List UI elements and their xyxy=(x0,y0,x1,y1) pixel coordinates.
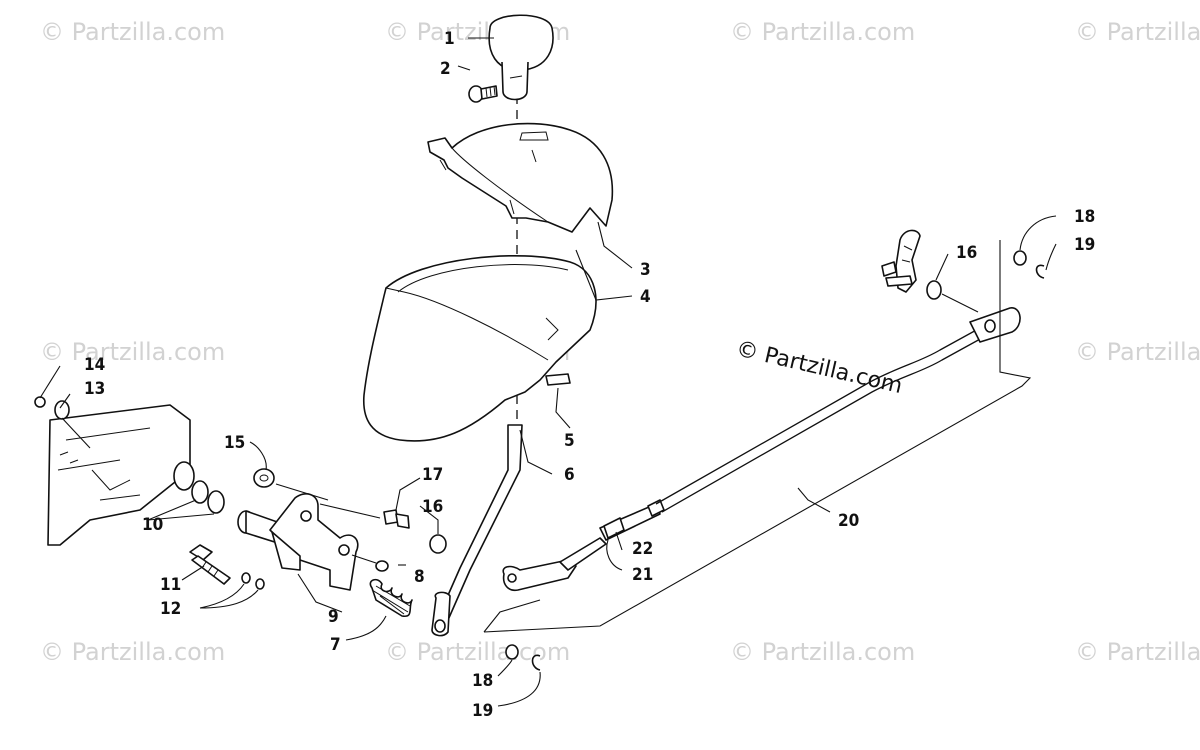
callout-7: 7 xyxy=(330,635,341,655)
bushing xyxy=(253,468,275,488)
callout-16: 16 xyxy=(422,497,443,517)
watermark: © Partzilla.com xyxy=(730,18,915,46)
assembly-outline xyxy=(483,599,541,633)
callout-1: 1 xyxy=(444,29,455,49)
o-rings xyxy=(191,480,225,514)
grommet xyxy=(545,373,571,386)
watermark: © Partzilla.com xyxy=(40,638,225,666)
knob-screw xyxy=(468,85,498,103)
stud-line xyxy=(319,503,381,519)
shift-knob xyxy=(488,14,554,101)
callout-6: 6 xyxy=(564,465,575,485)
callout-17: 17 xyxy=(422,465,443,485)
pivot-bracket xyxy=(237,493,359,591)
callout-12: 12 xyxy=(160,599,181,619)
watermark: © Partzilla.com xyxy=(730,638,915,666)
bushing-line xyxy=(275,483,329,501)
callout-21: 21 xyxy=(632,565,653,585)
callout-18: 18 xyxy=(1074,207,1095,227)
callout-16: 16 xyxy=(956,243,977,263)
stud xyxy=(383,509,410,529)
callout-15: 15 xyxy=(224,433,245,453)
callout-18: 18 xyxy=(472,671,493,691)
rod-adjuster xyxy=(603,517,625,539)
callout-labels: 1 2 3 4 5 6 7 8 9 10 11 12 13 14 15 16 1… xyxy=(84,29,1095,721)
shift-rod xyxy=(502,307,1021,592)
watermark: © Partzilla.com xyxy=(40,18,225,46)
lower-shift-boot xyxy=(362,255,597,442)
watermark: © Partzilla.com xyxy=(1075,18,1200,46)
frame-bracket xyxy=(34,396,195,546)
copyright-label: © Partzilla.com xyxy=(734,336,905,399)
washer xyxy=(505,644,519,660)
callout-2: 2 xyxy=(440,59,451,79)
watermark: © Partzilla.com xyxy=(1075,638,1200,666)
callout-5: 5 xyxy=(564,431,575,451)
callout-11: 11 xyxy=(160,575,181,595)
callout-3: 3 xyxy=(640,260,651,280)
clip xyxy=(531,654,541,671)
callout-20: 20 xyxy=(838,511,859,531)
watermark: © Partzilla.com xyxy=(385,638,570,666)
bolt xyxy=(189,544,231,585)
washer xyxy=(1013,250,1027,266)
leader-lines xyxy=(39,37,1057,707)
bellcrank xyxy=(881,229,921,293)
upper-shift-boot xyxy=(427,122,614,233)
callout-10: 10 xyxy=(142,515,163,535)
washer xyxy=(375,560,389,572)
bushing xyxy=(429,534,447,554)
callout-19: 19 xyxy=(1074,235,1095,255)
callout-4: 4 xyxy=(640,287,651,307)
bushing xyxy=(926,280,979,313)
callout-8: 8 xyxy=(414,567,425,587)
washers xyxy=(241,572,265,590)
washer-line xyxy=(351,554,377,564)
callout-9: 9 xyxy=(328,607,339,627)
callout-19: 19 xyxy=(472,701,493,721)
shift-lever xyxy=(431,424,523,637)
callout-13: 13 xyxy=(84,379,105,399)
watermark: © Partzilla.com xyxy=(40,338,225,366)
spring xyxy=(369,578,413,618)
callout-14: 14 xyxy=(84,355,105,375)
watermark: © Partzilla.com xyxy=(1075,338,1200,366)
assembly-outline xyxy=(483,240,1032,633)
clip xyxy=(1035,264,1045,279)
callout-22: 22 xyxy=(632,539,653,559)
